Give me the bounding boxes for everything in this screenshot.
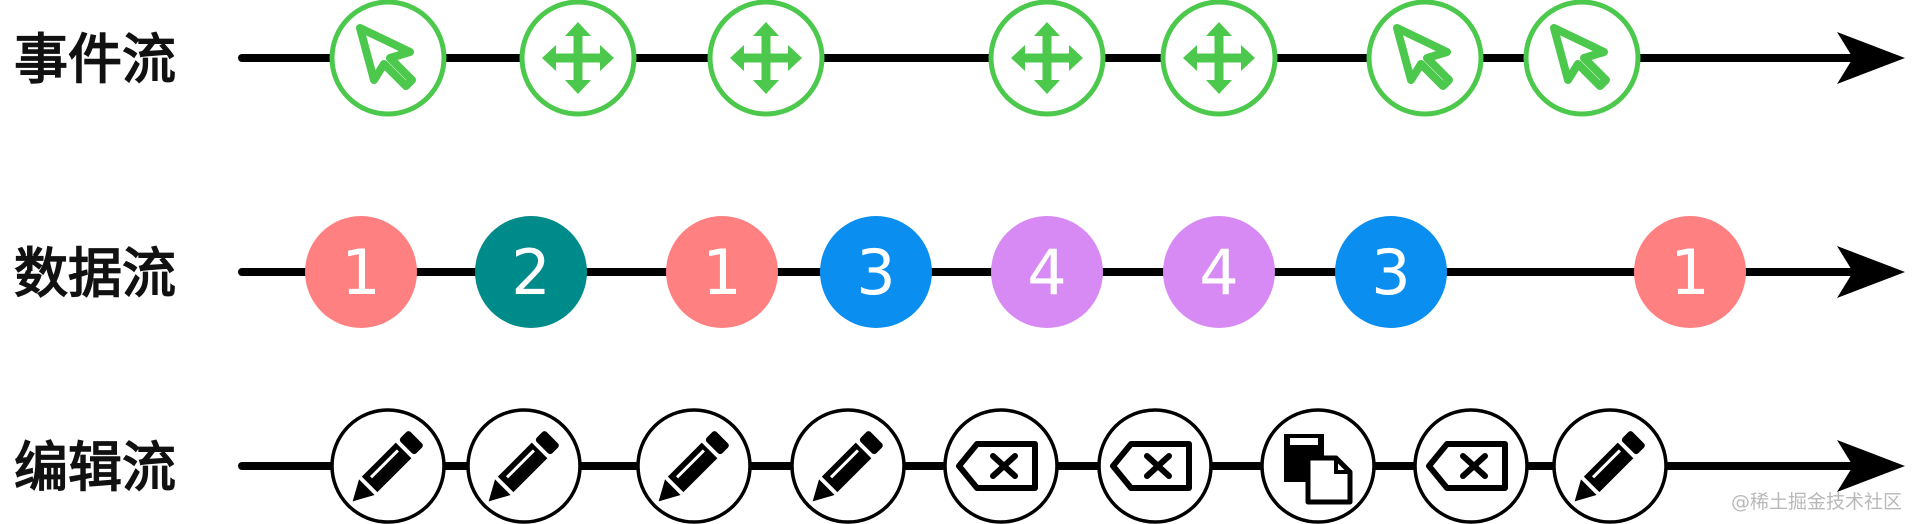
move-arrows-marble bbox=[988, 0, 1106, 117]
move-arrows-icon bbox=[1183, 22, 1255, 94]
timeline-arrowhead bbox=[1837, 246, 1905, 298]
cursor-arrow-marble bbox=[1523, 0, 1641, 117]
pencil-marble bbox=[330, 408, 446, 524]
row-label: 事件流 bbox=[14, 28, 176, 91]
cursor-arrow-icon bbox=[1550, 24, 1610, 90]
marble-value: 1 bbox=[341, 236, 380, 309]
marble-value: 1 bbox=[702, 236, 741, 309]
marble-value: 3 bbox=[1371, 236, 1410, 309]
marble-value: 3 bbox=[856, 236, 895, 309]
marble-value: 4 bbox=[1027, 236, 1066, 309]
move-arrows-icon bbox=[542, 22, 614, 94]
cursor-arrow-icon bbox=[356, 24, 416, 90]
data-value-marble: 1 bbox=[666, 216, 778, 328]
data-value-marble: 4 bbox=[1163, 216, 1275, 328]
move-arrows-marble bbox=[707, 0, 825, 117]
row-label: 数据流 bbox=[14, 242, 176, 305]
pencil-marble bbox=[636, 408, 752, 524]
watermark: @稀土掘金技术社区 bbox=[1730, 491, 1902, 513]
timeline-arrowhead bbox=[1837, 440, 1905, 492]
cursor-arrow-shape bbox=[1393, 24, 1453, 90]
backspace-icon bbox=[1426, 441, 1508, 491]
cursor-arrow-marble bbox=[329, 0, 447, 117]
cursor-arrow-shape bbox=[356, 24, 416, 90]
data-value-marble: 3 bbox=[820, 216, 932, 328]
move-arrows-icon bbox=[730, 22, 802, 94]
stream-row-2: 数据流 1 2 1 3 4 4 3 1 bbox=[14, 216, 1905, 328]
row-label: 编辑流 bbox=[14, 436, 176, 499]
stream-row-1: 事件流 bbox=[14, 0, 1905, 117]
marble-value: 1 bbox=[1670, 236, 1709, 309]
stream-row-3: 编辑流 bbox=[14, 408, 1905, 524]
backspace-icon bbox=[956, 441, 1038, 491]
cursor-arrow-shape bbox=[1550, 24, 1610, 90]
data-value-marble: 2 bbox=[475, 216, 587, 328]
pencil-icon bbox=[658, 431, 729, 502]
data-value-marble: 3 bbox=[1335, 216, 1447, 328]
data-value-marble: 1 bbox=[305, 216, 417, 328]
pencil-marble bbox=[790, 408, 906, 524]
pencil-marble bbox=[1552, 408, 1668, 524]
data-value-marble: 1 bbox=[1634, 216, 1746, 328]
paste-icon bbox=[1284, 434, 1353, 505]
move-arrows-marble bbox=[1160, 0, 1278, 117]
data-value-marble: 4 bbox=[991, 216, 1103, 328]
marble-value: 4 bbox=[1199, 236, 1238, 309]
pencil-icon bbox=[488, 431, 559, 502]
pencil-marble bbox=[466, 408, 582, 524]
move-arrows-icon bbox=[1011, 22, 1083, 94]
backspace-icon bbox=[1110, 441, 1192, 491]
cursor-arrow-icon bbox=[1393, 24, 1453, 90]
timeline-arrowhead bbox=[1837, 32, 1905, 84]
marble-value: 2 bbox=[511, 236, 550, 309]
cursor-arrow-marble bbox=[1366, 0, 1484, 117]
pencil-icon bbox=[352, 431, 423, 502]
pencil-icon bbox=[1574, 431, 1645, 502]
pencil-icon bbox=[812, 431, 883, 502]
backspace-marble bbox=[1413, 408, 1529, 524]
backspace-marble bbox=[1097, 408, 1213, 524]
paste-marble bbox=[1260, 408, 1376, 524]
backspace-marble bbox=[943, 408, 1059, 524]
move-arrows-marble bbox=[519, 0, 637, 117]
